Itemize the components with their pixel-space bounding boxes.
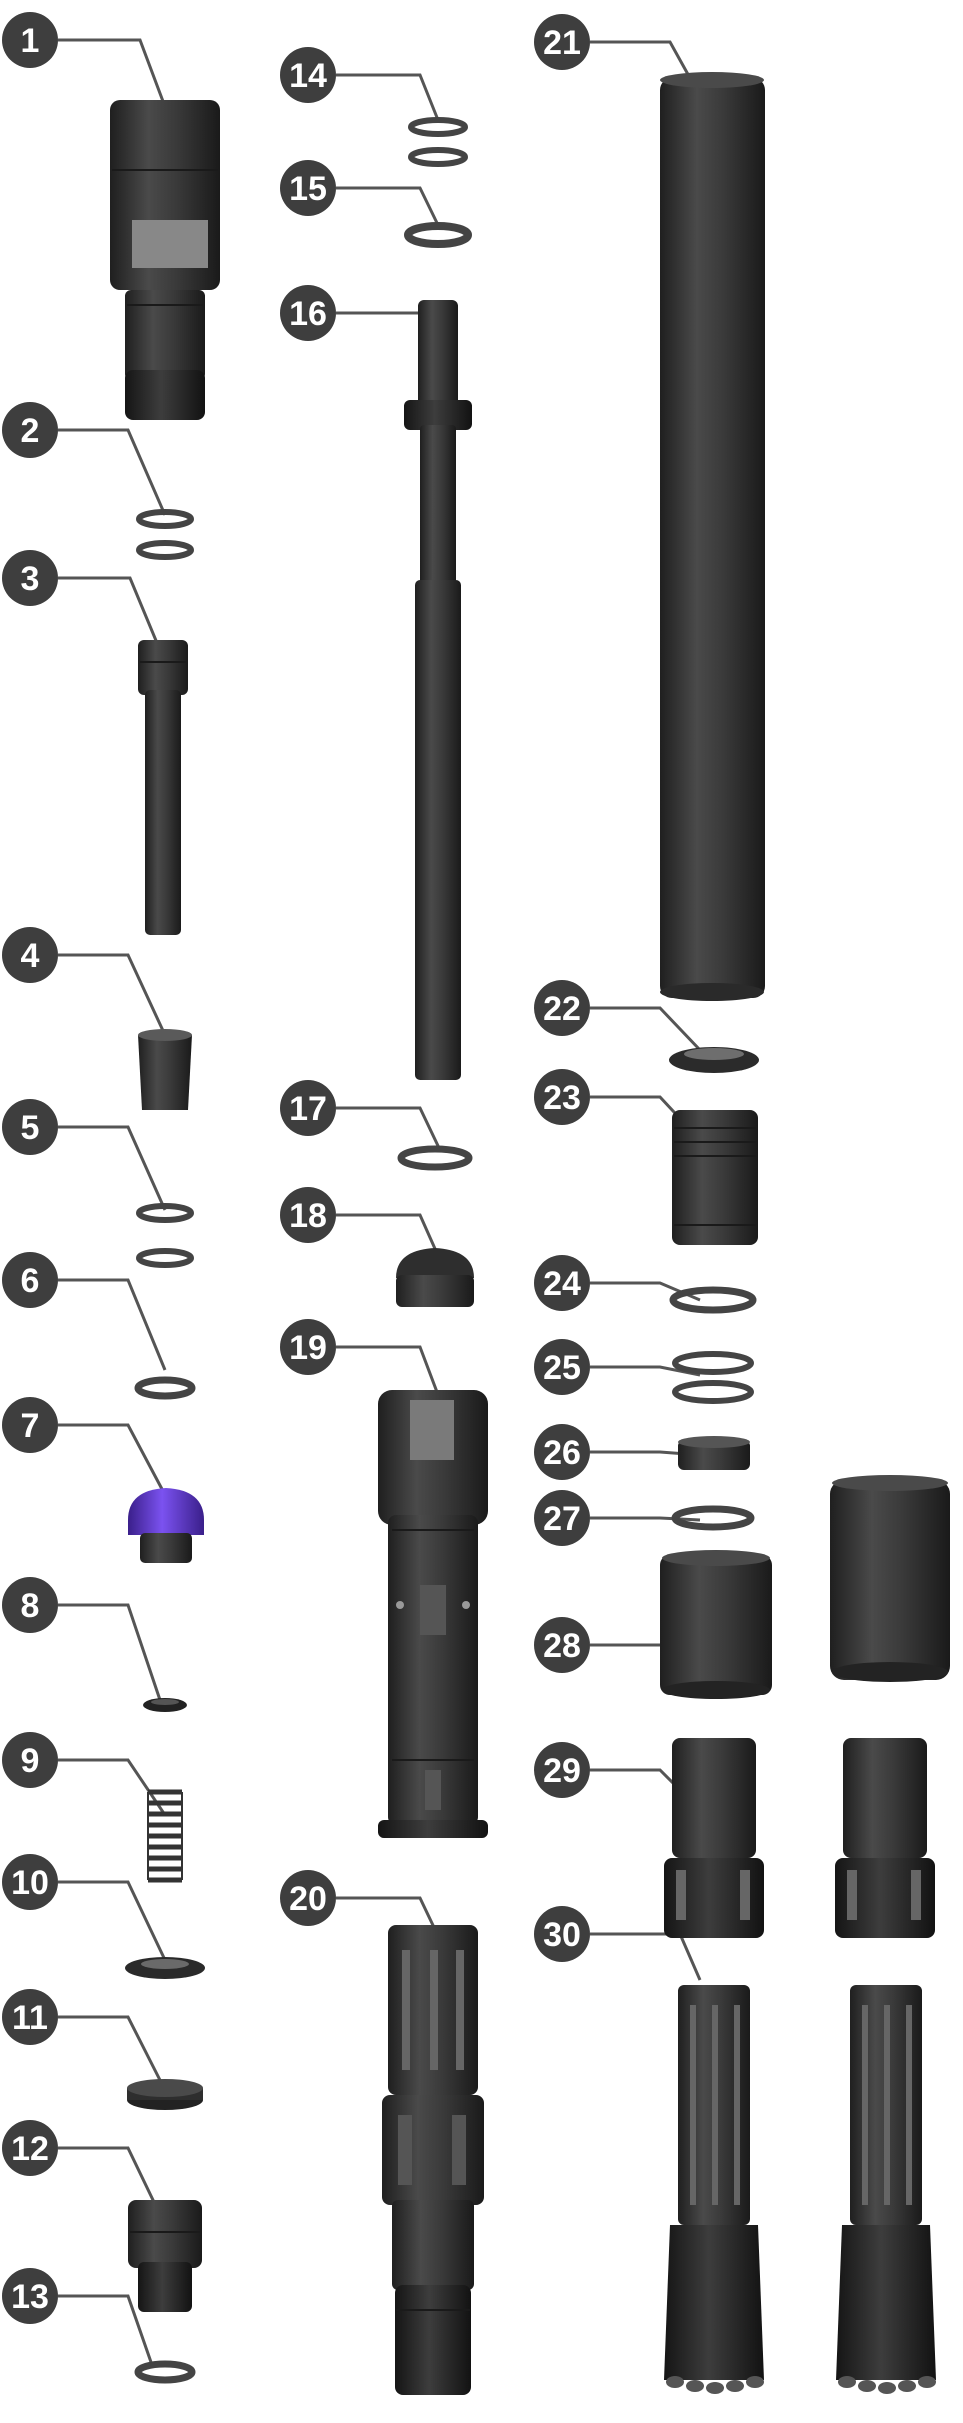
- callout-badge-27: 27: [534, 1490, 590, 1546]
- part-6-ring: [134, 1376, 196, 1400]
- callout-badge-14: 14: [280, 47, 336, 103]
- part-5-rings: [136, 1203, 194, 1268]
- part-26-retainer: [678, 1436, 750, 1470]
- callout-badge-17: 17: [280, 1080, 336, 1136]
- part-12-nut: [128, 2200, 202, 2312]
- callout-badge-10: 10: [2, 1854, 58, 1910]
- svg-text:5: 5: [21, 1109, 40, 1147]
- callout-badge-30: 30: [534, 1906, 590, 1962]
- callout-badge-8: 8: [2, 1577, 58, 1633]
- svg-text:11: 11: [12, 1999, 48, 2037]
- svg-text:12: 12: [11, 2130, 49, 2168]
- part-24-ring: [669, 1286, 757, 1314]
- svg-text:30: 30: [543, 1916, 581, 1954]
- callout-badge-5: 5: [2, 1099, 58, 1155]
- part-27-ring: [671, 1505, 755, 1531]
- part-25-rings: [672, 1351, 754, 1404]
- callout-badge-19: 19: [280, 1319, 336, 1375]
- callout-badge-15: 15: [280, 160, 336, 216]
- part-28-sleeve: [660, 1475, 950, 1699]
- part-29-chuck: [664, 1738, 935, 1938]
- part-13-ring: [134, 2360, 196, 2384]
- part-11-disc: [127, 2079, 203, 2110]
- svg-text:21: 21: [543, 24, 581, 62]
- svg-text:8: 8: [21, 1587, 40, 1625]
- svg-text:3: 3: [21, 560, 40, 598]
- svg-text:17: 17: [289, 1090, 327, 1128]
- callout-badge-1: 1: [2, 12, 58, 68]
- svg-text:6: 6: [21, 1262, 40, 1300]
- callout-badge-13: 13: [2, 2268, 58, 2324]
- svg-text:28: 28: [543, 1627, 581, 1665]
- callout-badge-24: 24: [534, 1255, 590, 1311]
- part-1-top-sub: [110, 100, 220, 420]
- callout-badge-16: 16: [280, 285, 336, 341]
- svg-text:18: 18: [289, 1197, 327, 1235]
- part-10-washer: [125, 1957, 205, 1979]
- svg-text:20: 20: [289, 1880, 327, 1918]
- part-2-o-rings: [136, 509, 194, 560]
- svg-text:29: 29: [543, 1752, 581, 1790]
- svg-text:7: 7: [21, 1407, 40, 1445]
- callout-badge-7: 7: [2, 1397, 58, 1453]
- part-17-ring: [397, 1145, 473, 1171]
- svg-text:19: 19: [289, 1329, 327, 1367]
- part-9-spring: [147, 1789, 183, 1883]
- svg-text:16: 16: [289, 295, 327, 333]
- svg-text:4: 4: [21, 937, 40, 975]
- callout-badge-18: 18: [280, 1187, 336, 1243]
- svg-text:15: 15: [289, 170, 327, 208]
- svg-text:9: 9: [21, 1742, 40, 1780]
- callout-badge-26: 26: [534, 1424, 590, 1480]
- part-19-cylinder: [378, 1390, 488, 1838]
- svg-text:13: 13: [11, 2278, 49, 2316]
- svg-text:1: 1: [21, 22, 40, 60]
- svg-text:26: 26: [543, 1434, 581, 1472]
- callout-badge-6: 6: [2, 1252, 58, 1308]
- callout-badge-4: 4: [2, 927, 58, 983]
- part-16-long-rod: [404, 300, 472, 1080]
- callout-badge-2: 2: [2, 402, 58, 458]
- part-7-valve-cap: [128, 1488, 204, 1563]
- part-30-drill-bit: [664, 1985, 936, 2394]
- svg-text:2: 2: [21, 412, 40, 450]
- part-21-outer-tube: [660, 72, 765, 1001]
- part-14-rings: [408, 117, 468, 167]
- part-3-valve-tube: [138, 640, 188, 935]
- svg-text:14: 14: [289, 57, 327, 95]
- svg-text:25: 25: [543, 1349, 581, 1387]
- callout-badge-28: 28: [534, 1617, 590, 1673]
- callout-badge-12: 12: [2, 2120, 58, 2176]
- svg-text:23: 23: [543, 1079, 581, 1117]
- callout-badge-23: 23: [534, 1069, 590, 1125]
- callout-badge-9: 9: [2, 1732, 58, 1788]
- part-8-small-disc: [143, 1698, 187, 1712]
- callout-badge-3: 3: [2, 550, 58, 606]
- part-20-chuck: [382, 1925, 484, 2395]
- part-18-bushing: [396, 1248, 474, 1307]
- svg-text:24: 24: [543, 1265, 581, 1303]
- callout-badge-22: 22: [534, 980, 590, 1036]
- callout-badge-20: 20: [280, 1870, 336, 1926]
- callout-badge-25: 25: [534, 1339, 590, 1395]
- part-22-ring: [669, 1047, 759, 1073]
- svg-text:22: 22: [543, 990, 581, 1028]
- part-15-ring: [404, 222, 472, 248]
- callout-badge-29: 29: [534, 1742, 590, 1798]
- svg-text:10: 10: [11, 1864, 49, 1902]
- part-23-sleeve: [672, 1110, 758, 1245]
- part-4-bushing: [138, 1029, 192, 1110]
- svg-text:27: 27: [543, 1500, 581, 1538]
- callout-badge-11: 11: [2, 1989, 58, 2045]
- callout-badge-21: 21: [534, 14, 590, 70]
